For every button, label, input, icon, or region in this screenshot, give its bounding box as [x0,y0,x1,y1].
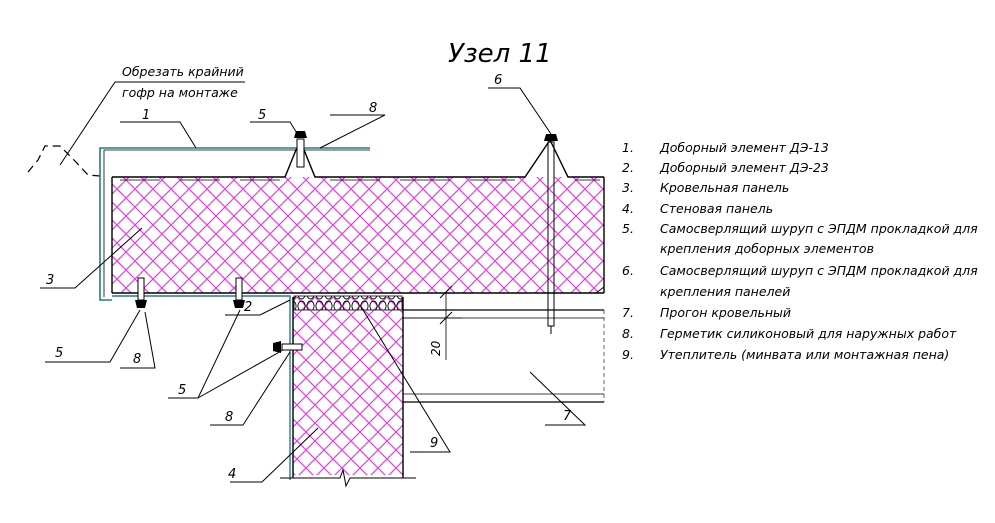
legend-num-1: 1. [622,140,634,155]
legend-text-2: Доборный элемент ДЭ-23 [659,160,829,175]
note-line-1: Обрезать крайний [122,64,244,79]
panel-screw-6 [544,134,558,334]
legend-text-3: Кровельная панель [660,180,789,195]
callout-8-bottom: 8 [225,410,233,425]
legend: 1. Доборный элемент ДЭ-13 2. Доборный эл… [622,140,978,362]
drawing-title: Узел 11 [448,39,552,69]
legend-num-3: 3. [622,180,634,195]
flashing-screws-5 [135,131,307,353]
legend-num-9: 9. [622,347,634,362]
flashing-element-de23 [112,295,291,480]
leader-lines [40,81,587,483]
roof-panel [111,138,605,294]
legend-num-6: 6. [622,263,634,278]
callout-7: 7 [563,409,572,424]
dimension-20: 20 [403,285,462,360]
wall-panel [280,297,416,488]
note-line-2: гофр на монтаже [122,85,238,100]
legend-num-7: 7. [622,305,634,320]
callout-5-top: 5 [258,108,266,123]
legend-text-8: Герметик силиконовый для наружных работ [660,326,957,341]
cut-corrugation-outline [27,145,101,177]
dimension-label: 20 [429,340,443,356]
callout-9: 9 [430,436,438,451]
callout-5-left: 5 [55,346,63,361]
legend-text-5a: Самосверлящий шуруп с ЭПДМ прокладкой дл… [660,221,978,236]
callout-3: 3 [46,273,54,288]
legend-num-2: 2. [622,160,634,175]
callout-1: 1 [142,108,150,123]
legend-text-1: Доборный элемент ДЭ-13 [659,140,829,155]
callout-5-mid: 5 [178,383,186,398]
legend-num-8: 8. [622,326,634,341]
legend-num-4: 4. [622,201,634,216]
legend-num-5: 5. [622,221,634,236]
legend-text-9: Утеплитель (минвата или монтажная пена) [660,347,949,362]
callout-6: 6 [494,73,502,88]
legend-text-6b: крепления панелей [660,284,790,299]
callout-2: 2 [244,300,252,315]
legend-text-7: Прогон кровельный [660,305,791,320]
callout-8-left: 8 [133,352,141,367]
legend-text-6a: Самосверлящий шуруп с ЭПДМ прокладкой дл… [660,263,978,278]
flashing-element-de13 [99,147,370,301]
callout-4: 4 [228,467,236,482]
mineral-wool-insulation [293,295,403,311]
legend-text-5b: крепления доборных элементов [660,241,874,256]
legend-text-4: Стеновая панель [660,201,773,216]
callout-8-top: 8 [369,101,377,116]
